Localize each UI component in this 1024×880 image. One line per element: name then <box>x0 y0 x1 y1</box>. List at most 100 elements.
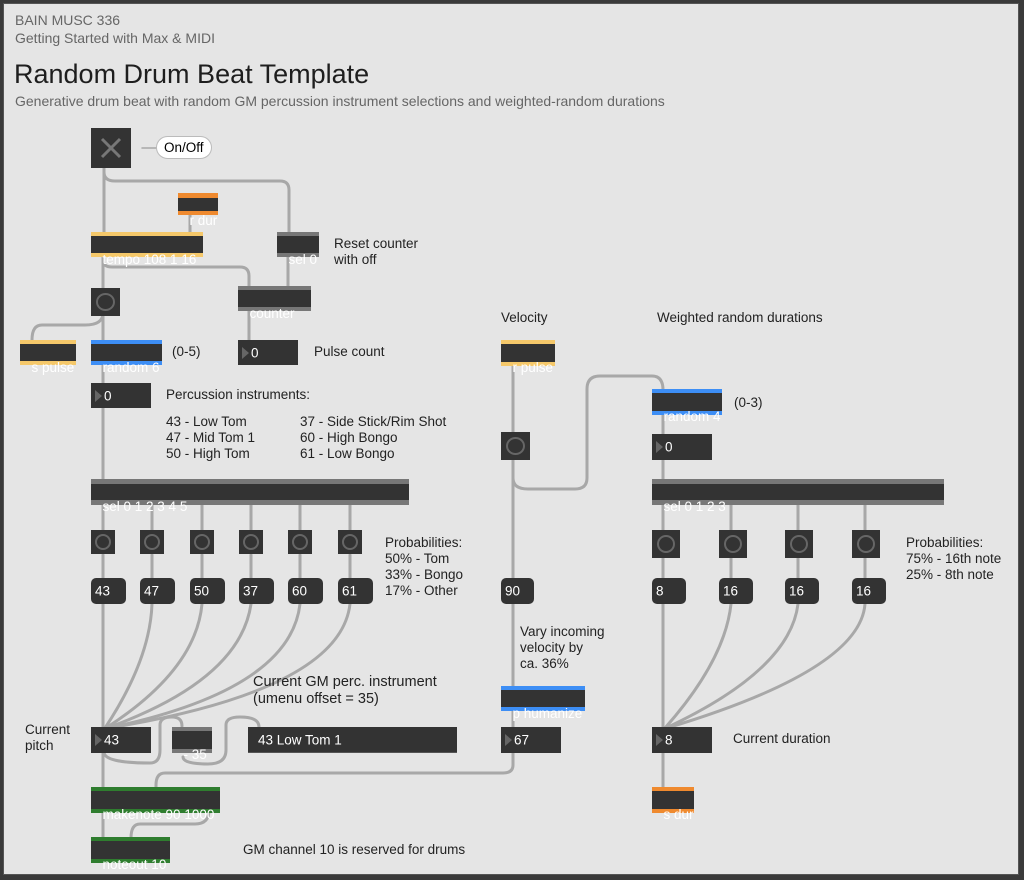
patch-cord <box>661 553 867 580</box>
patch-cord <box>102 715 184 765</box>
vary-velocity-comment: Vary incoming velocity by ca. 36% <box>520 624 605 671</box>
velocity-heading: Velocity <box>501 310 548 325</box>
pitch-message-50[interactable]: 50 <box>190 578 225 604</box>
pitch-message-61[interactable]: 61 <box>338 578 373 604</box>
current-duration-number[interactable]: 8 <box>652 727 712 753</box>
r-pulse-label: r pulse <box>512 360 554 375</box>
patch-cord <box>30 311 105 342</box>
patch-cord <box>103 602 154 730</box>
duration-bang-3[interactable] <box>852 530 880 558</box>
sel-duration-label: sel 0 1 2 3 <box>663 499 726 514</box>
tempo-object[interactable]: tempo 108 1 16 <box>91 232 203 267</box>
makenote-object[interactable]: makenote 90 1000 <box>91 787 220 822</box>
duration-message-16c[interactable]: 16 <box>852 578 886 604</box>
random-4-label: random 4 <box>663 409 721 424</box>
percussion-list-1: 43 - Low Tom 47 - Mid Tom 1 50 - High To… <box>166 414 256 461</box>
duration-message-16a[interactable]: 16 <box>719 578 753 604</box>
pulse-count-number[interactable]: 0 <box>238 340 298 365</box>
patch-cord <box>154 750 515 792</box>
random-4-output-value: 0 <box>665 439 673 455</box>
duration-bang-2[interactable] <box>785 530 813 558</box>
current-duration-comment: Current duration <box>733 731 831 746</box>
pitch-message-label: 61 <box>342 583 358 599</box>
sel-duration-object[interactable]: sel 0 1 2 3 <box>652 479 944 514</box>
duration-message-label: 16 <box>856 583 872 599</box>
on-off-comment: On/Off <box>156 136 212 159</box>
patch-cord <box>665 602 867 730</box>
instrument-bang-4[interactable] <box>288 530 312 554</box>
pitch-message-37[interactable]: 37 <box>239 578 274 604</box>
tempo-bang[interactable] <box>91 288 120 316</box>
r-dur-label: r dur <box>189 213 218 228</box>
pitch-message-47[interactable]: 47 <box>140 578 175 604</box>
course-label: BAIN MUSC 336 <box>15 12 121 28</box>
pitch-message-label: 50 <box>194 583 210 599</box>
sel-0-label: sel 0 <box>288 252 318 267</box>
r-pulse-object[interactable]: r pulse <box>501 340 555 375</box>
patch-cord <box>101 258 251 290</box>
duration-bang-0[interactable] <box>652 530 680 558</box>
instrument-bang-3[interactable] <box>239 530 263 554</box>
pulse-count-comment: Pulse count <box>314 344 385 359</box>
patch-cord <box>107 602 352 730</box>
random-6-output-value: 0 <box>104 388 112 403</box>
random-6-output-number[interactable]: 0 <box>91 383 151 408</box>
duration-message-label: 16 <box>789 583 805 599</box>
random-6-label: random 6 <box>102 360 160 375</box>
s-dur-object[interactable]: s dur <box>652 787 694 822</box>
page-title: Random Drum Beat Template <box>14 59 370 89</box>
noteout-object[interactable]: noteout 10 <box>91 837 170 872</box>
patch-cord <box>129 808 211 840</box>
instrument-bang-0[interactable] <box>91 530 115 554</box>
pitch-message-label: 37 <box>243 583 259 599</box>
range-0-3-comment: (0-3) <box>734 395 763 410</box>
duration-message-16b[interactable]: 16 <box>785 578 819 604</box>
sel-instrument-label: sel 0 1 2 3 4 5 <box>102 499 188 514</box>
current-duration-value: 8 <box>665 732 673 748</box>
duration-bang-1[interactable] <box>719 530 747 558</box>
duration-probabilities-comment: Probabilities: 75% - 16th note 25% - 8th… <box>906 535 1002 582</box>
current-pitch-value: 43 <box>104 732 120 748</box>
sel-instrument-object[interactable]: sel 0 1 2 3 4 5 <box>91 479 409 514</box>
counter-label: counter <box>249 306 295 321</box>
velocity-message-90[interactable]: 90 <box>501 578 534 604</box>
instrument-bang-1[interactable] <box>140 530 164 554</box>
pitch-message-60[interactable]: 60 <box>288 578 323 604</box>
instrument-umenu[interactable]: 43 Low Tom 1 <box>248 727 457 753</box>
counter-object[interactable]: counter <box>238 286 311 321</box>
pitch-message-43[interactable]: 43 <box>91 578 126 604</box>
humanize-subpatch[interactable]: p humanize <box>501 686 585 721</box>
s-dur-label: s dur <box>663 807 694 822</box>
range-0-5-comment: (0-5) <box>172 344 201 359</box>
s-pulse-object[interactable]: s pulse <box>20 340 76 375</box>
current-pitch-comment: Current pitch <box>25 722 71 753</box>
current-gm-comment: Current GM perc. instrument (umenu offse… <box>253 674 437 707</box>
gm-channel-comment: GM channel 10 is reserved for drums <box>243 842 466 857</box>
page-description: Generative drum beat with random GM perc… <box>15 93 665 109</box>
random-4-output-number[interactable]: 0 <box>652 434 712 460</box>
velocity-bang[interactable] <box>501 432 530 460</box>
number-triangle-icon <box>242 346 249 359</box>
random-4-object[interactable]: random 4 <box>652 389 722 424</box>
minus-35-object[interactable]: - 35 <box>172 727 212 762</box>
patch-cord <box>664 602 800 730</box>
patch-cord <box>102 170 291 234</box>
instrument-bang-2[interactable] <box>190 530 214 554</box>
sel-0-object[interactable]: sel 0 <box>277 232 319 267</box>
makenote-label: makenote 90 1000 <box>102 807 215 822</box>
instrument-bang-5[interactable] <box>338 530 362 554</box>
on-off-toggle[interactable] <box>91 128 131 168</box>
patch-cord <box>106 602 302 730</box>
duration-message-label: 8 <box>656 583 664 599</box>
pitch-message-label: 60 <box>292 583 308 599</box>
random-6-object[interactable]: random 6 <box>91 340 162 375</box>
number-triangle-icon <box>95 734 102 746</box>
current-pitch-number[interactable]: 43 <box>91 727 151 753</box>
patch-cord <box>101 503 352 532</box>
r-dur-object[interactable]: r dur <box>178 193 218 228</box>
patch-cord <box>105 602 253 730</box>
humanize-label: p humanize <box>512 706 583 721</box>
duration-message-8[interactable]: 8 <box>652 578 686 604</box>
humanized-velocity-number[interactable]: 67 <box>501 727 561 753</box>
